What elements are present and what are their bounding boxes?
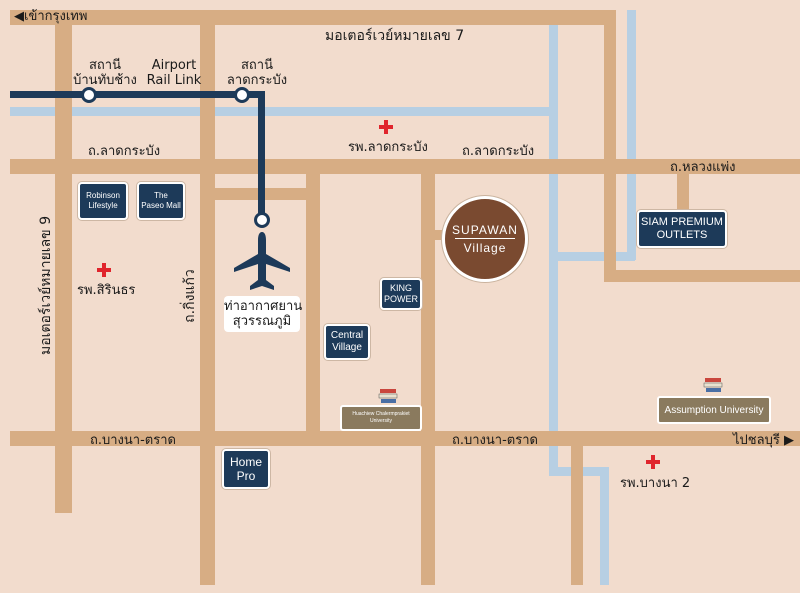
books-icon xyxy=(703,378,723,392)
direction-to-bangkok: ◀เข้ากรุงเทพ xyxy=(14,9,87,24)
assumption-university-box[interactable]: Assumption University xyxy=(657,396,771,424)
road-king-kaeo xyxy=(200,25,215,585)
supawan-village-logo[interactable]: SUPAWAN Village xyxy=(442,196,528,282)
station-ban-thap-chang-label-2: บ้านทับช้าง xyxy=(73,73,137,88)
robinson-label-1: Robinson xyxy=(86,191,120,200)
road-bangna-trat-label-left: ถ.บางนา-ตราด xyxy=(90,433,176,448)
road-luang-phaeng-label: ถ.หลวงแพ่ง xyxy=(670,160,736,175)
road-king-kaeo-label: ถ.กิ่งแก้ว xyxy=(182,269,198,323)
king-power-box[interactable]: KING POWER xyxy=(380,278,422,310)
paseo-label-2: Paseo Mall xyxy=(141,201,181,210)
canal-vertical-right xyxy=(600,467,609,585)
hospital-lat-krabang-label: รพ.ลาดกระบัง xyxy=(348,140,428,155)
station-ban-thap-chang-label: สถานี บ้านทับช้าง xyxy=(66,58,144,88)
station-lat-krabang-label-2: ลาดกระบัง xyxy=(226,73,288,88)
supawan-logo-divider xyxy=(455,238,515,239)
arrow-left-icon: ◀ xyxy=(14,9,24,24)
central-label-1: Central xyxy=(330,330,364,341)
airport-rail-link-label-2: Rail Link xyxy=(146,73,202,88)
paseo-mall-box[interactable]: The Paseo Mall xyxy=(137,182,185,220)
robinson-lifestyle-box[interactable]: Robinson Lifestyle xyxy=(78,182,128,220)
motorway-7 xyxy=(10,10,612,25)
to-bangkok-label: เข้ากรุงเทพ xyxy=(24,9,88,24)
motorway-7-right xyxy=(604,10,616,282)
hospital-bangna2-label: รพ.บางนา 2 xyxy=(620,476,691,491)
station-lat-krabang xyxy=(234,87,250,103)
central-label-2: Village xyxy=(332,342,362,353)
red-cross-icon xyxy=(646,455,660,469)
station-ban-thap-chang-label-1: สถานี xyxy=(89,58,121,73)
motorway-9 xyxy=(55,10,72,513)
canal-horizontal xyxy=(10,107,555,116)
huachiew-university-box[interactable]: Huachiew Chalermprakiet University xyxy=(340,405,422,431)
canal-vertical-far-right xyxy=(627,10,636,260)
to-chonburi-label: ไปชลบุรี xyxy=(733,433,780,448)
huachiew-label-2: University xyxy=(370,418,392,424)
paseo-label-1: The xyxy=(154,191,168,200)
airport-rail-link xyxy=(10,91,262,98)
motorway-7-label: มอเตอร์เวย์หมายเลข 7 xyxy=(325,28,465,44)
road-bangna-trat-label-right: ถ.บางนา-ตราด xyxy=(452,433,538,448)
motorway-9-label: มอเตอร์เวย์หมายเลข 9 xyxy=(38,215,54,355)
arrow-right-icon: ▶ xyxy=(779,433,794,448)
airport-label-2: สุวรรณภูมิ xyxy=(232,314,292,329)
huachiew-label-1: Huachiew Chalermprakiet xyxy=(352,411,410,417)
direction-to-chonburi: ไปชลบุรี ▶ xyxy=(733,433,794,448)
road-lower-vertical xyxy=(571,446,583,585)
books-icon xyxy=(378,389,398,403)
airport-rail-link-label-1: Airport xyxy=(151,58,197,73)
airport-label-1: ท่าอากาศยาน xyxy=(224,299,303,314)
canal-vertical-left xyxy=(549,14,558,476)
road-lat-krabang-label-right: ถ.ลาดกระบัง xyxy=(462,144,535,159)
central-village-box[interactable]: Central Village xyxy=(324,324,370,360)
station-lat-krabang-label-1: สถานี xyxy=(241,58,273,73)
supawan-logo-line1: SUPAWAN xyxy=(452,223,518,237)
road-lat-krabang-label-left: ถ.ลาดกระบัง xyxy=(88,144,161,159)
hospital-sirinthorn-label: รพ.สิรินธร xyxy=(77,283,136,298)
siam-premium-outlets-box[interactable]: SIAM PREMIUM OUTLETS xyxy=(637,210,727,248)
station-lat-krabang-label: สถานี ลาดกระบัง xyxy=(222,58,292,88)
road-inner-vertical-2 xyxy=(421,174,435,585)
king-power-label-2: POWER xyxy=(383,294,418,304)
robinson-label-2: Lifestyle xyxy=(88,201,118,210)
supawan-logo-line2: Village xyxy=(463,241,507,255)
station-ban-thap-chang xyxy=(81,87,97,103)
assumption-label: Assumption University xyxy=(664,404,764,416)
airport-suvarnabhumi-label: ท่าอากาศยาน สุวรรณภูมิ xyxy=(224,296,303,332)
road-supawan-connector xyxy=(435,230,445,240)
homepro-label-2: Pro xyxy=(236,469,256,483)
airplane-icon xyxy=(234,232,290,290)
station-airport xyxy=(254,212,270,228)
siam-label-2: OUTLETS xyxy=(656,229,708,241)
road-right-connector xyxy=(604,270,800,282)
homepro-box[interactable]: Home Pro xyxy=(222,449,270,489)
king-power-label-1: KING xyxy=(389,283,412,293)
red-cross-icon xyxy=(97,263,111,277)
red-cross-icon xyxy=(379,120,393,134)
airport-rail-link-label: Airport Rail Link xyxy=(140,58,208,88)
road-inner-vertical-1 xyxy=(306,174,320,431)
homepro-label-1: Home xyxy=(229,455,262,469)
canal-mid-branch xyxy=(555,252,635,261)
road-bangna-trat xyxy=(10,431,800,446)
airport-rail-link-branch xyxy=(258,91,265,219)
siam-label-1: SIAM PREMIUM xyxy=(641,216,723,228)
